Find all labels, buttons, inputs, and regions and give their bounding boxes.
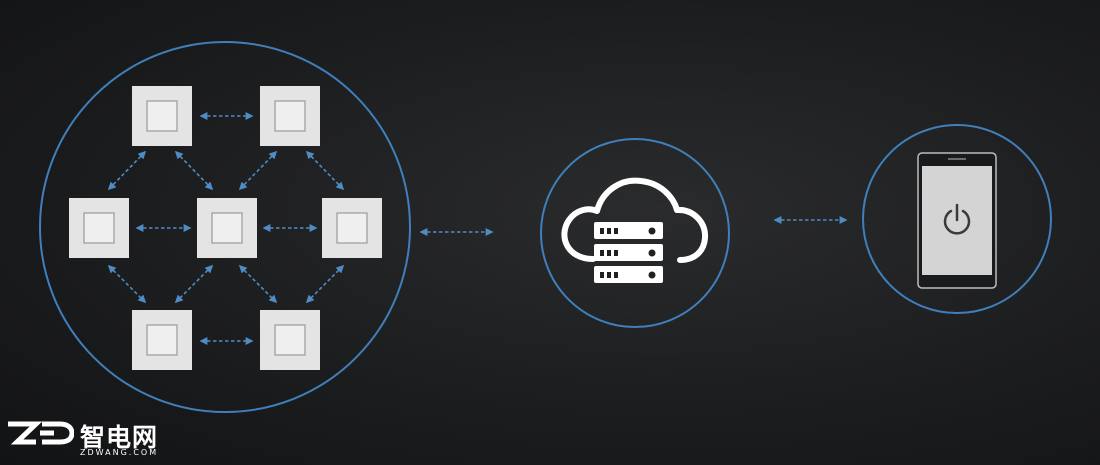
switch-center <box>197 198 257 258</box>
link-tr-right <box>305 150 345 191</box>
smartphone-power-icon <box>917 152 997 289</box>
switch-network-ring <box>39 41 411 413</box>
switch-top-right <box>260 86 320 146</box>
switch-top-left <box>132 86 192 146</box>
zd-logo-mark <box>8 421 74 445</box>
link-tr-center <box>238 150 278 191</box>
switch-middle-left <box>69 198 129 258</box>
link-tl-left <box>107 150 147 191</box>
mesh-links <box>107 112 345 345</box>
switch-bottom-left <box>132 310 192 370</box>
logo-chinese-name: 智电网 <box>80 423 159 452</box>
link-tl-center <box>174 150 214 191</box>
phone-ring <box>862 124 1052 314</box>
link-center-bl <box>174 264 214 304</box>
server-rack-icon <box>594 222 663 283</box>
link-left-bl <box>107 264 147 304</box>
link-center-br <box>238 264 278 304</box>
logo-url: ZDWANG.COM <box>80 448 159 457</box>
switch-bottom-right <box>260 310 320 370</box>
link-right-br <box>305 264 345 304</box>
cloud-server-icon <box>561 177 708 283</box>
cloud-ring <box>540 138 730 328</box>
switch-middle-right <box>322 198 382 258</box>
site-logo: 智电网 ZDWANG.COM <box>6 418 181 462</box>
